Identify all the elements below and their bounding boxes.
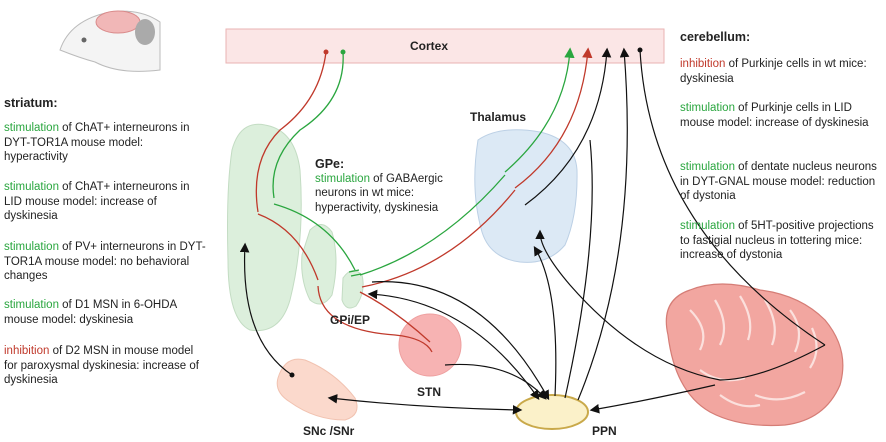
mouse-head-icon <box>59 10 161 72</box>
striatum-item-5-verb: inhibition <box>4 345 50 357</box>
cerebellum-heading: cerebellum: <box>680 30 751 44</box>
ppn-label: PPN <box>592 424 617 438</box>
snc-snr-shape <box>276 358 358 421</box>
cerebellum-item-3: stimulation of dentate nucleus neurons i… <box>680 160 880 204</box>
gpe-verb: stimulation <box>315 172 370 185</box>
cerebellum-item-1: inhibition of Purkinje cells in wt mice:… <box>680 57 880 86</box>
cerebellum-item-2-verb: stimulation <box>680 102 735 114</box>
striatum-item-2: stimulation of ChAT+ interneurons in LID… <box>4 180 209 224</box>
striatum-item-1-text: of ChAT+ interneurons in DYT-TOR1A mouse… <box>4 122 190 163</box>
cerebellum-item-2: stimulation of Purkinje cells in LID mou… <box>680 101 880 130</box>
snc-snr-label: SNc /SNr <box>303 424 355 438</box>
striatum-item-1-verb: stimulation <box>4 122 59 134</box>
gpi-ep-label: GPi/EP <box>330 313 371 327</box>
striatum-heading: striatum: <box>4 96 58 110</box>
striatum-item-2-text: of ChAT+ interneurons in LID mouse model… <box>4 181 190 222</box>
cerebellum-shape <box>665 283 844 427</box>
thalamus-label: Thalamus <box>470 110 527 124</box>
cerebellum-item-1-verb: inhibition <box>680 58 726 70</box>
thalamus-shape <box>474 129 578 263</box>
striatum-item-3-verb: stimulation <box>4 241 59 253</box>
cerebellum-item-4-text: of 5HT-positive projections to fastigial… <box>680 220 874 261</box>
striatum-item-3: stimulation of PV+ interneurons in DYT-T… <box>4 240 209 284</box>
cerebellum-item-3-text: of dentate nucleus neurons in DYT-GNAL m… <box>680 161 877 202</box>
ppn-shape <box>515 394 589 430</box>
gpe-shape <box>301 224 337 305</box>
gpe-annotation: GPe: stimulation of GABAergic neurons in… <box>315 157 480 215</box>
cerebellum-item-4-verb: stimulation <box>680 220 735 232</box>
striatum-item-2-verb: stimulation <box>4 181 59 193</box>
striatum-shape <box>227 123 302 332</box>
striatum-item-4-text: of D1 MSN in 6-OHDA mouse model: dyskine… <box>4 299 177 326</box>
cortex-label: Cortex <box>410 39 449 53</box>
striatum-item-4: stimulation of D1 MSN in 6-OHDA mouse mo… <box>4 298 209 327</box>
striatum-item-1: stimulation of ChAT+ interneurons in DYT… <box>4 121 209 165</box>
striatum-item-5: inhibition of D2 MSN in mouse model for … <box>4 344 209 388</box>
striatum-item-4-verb: stimulation <box>4 299 59 311</box>
cerebellum-item-3-verb: stimulation <box>680 161 735 173</box>
striatum-item-5-text: of D2 MSN in mouse model for paroxysmal … <box>4 345 199 386</box>
cerebellum-item-1-text: of Purkinje cells in wt mice: dyskinesia <box>680 58 867 85</box>
striatum-item-3-text: of PV+ interneurons in DYT-TOR1A mouse m… <box>4 241 206 282</box>
cerebellum-item-4: stimulation of 5HT-positive projections … <box>680 219 880 263</box>
cerebellum-item-2-text: of Purkinje cells in LID mouse model: in… <box>680 102 869 129</box>
stn-label: STN <box>417 385 441 399</box>
gpe-label: GPe: <box>315 157 345 171</box>
gpe-text: of GABAergic neurons in wt mice: hyperac… <box>315 172 443 214</box>
